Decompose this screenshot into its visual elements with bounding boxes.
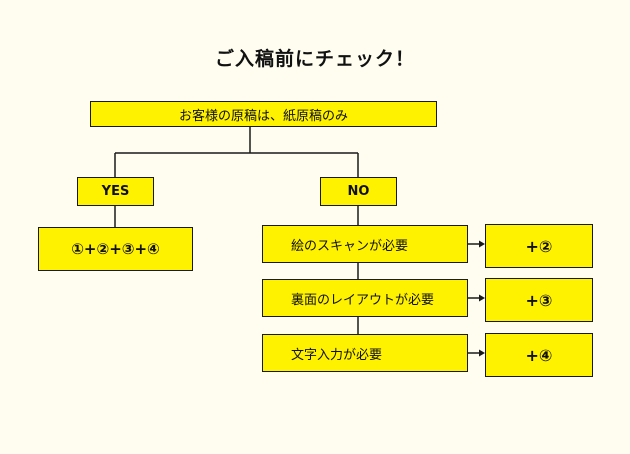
result-label: +④ (525, 345, 553, 365)
no-box: NO (320, 177, 397, 206)
result-label: +② (525, 236, 553, 256)
yes-result-text: ①+②+③+④ (71, 240, 160, 258)
arrow-2-head (479, 294, 485, 302)
condition-box-layout: 裏面のレイアウトが必要 (262, 279, 468, 317)
arrow-3-head (479, 349, 485, 357)
no-label: NO (347, 184, 370, 199)
condition-box-text-input: 文字入力が必要 (262, 334, 468, 372)
arrow-1-head (479, 240, 485, 248)
root-question-text: お客様の原稿は、紙原稿のみ (178, 108, 348, 124)
result-box-layout: +③ (485, 278, 593, 322)
result-box-text-input: +④ (485, 333, 593, 377)
result-label: +③ (525, 290, 553, 310)
condition-label: 裏面のレイアウトが必要 (291, 292, 435, 308)
result-box-scan: +② (485, 224, 593, 268)
yes-result-box: ①+②+③+④ (38, 227, 193, 271)
condition-label: 絵のスキャンが必要 (291, 238, 409, 254)
root-question-box: お客様の原稿は、紙原稿のみ (90, 101, 437, 127)
page-title: ご入稿前にチェック！ (214, 48, 415, 70)
yes-label: YES (101, 184, 130, 199)
condition-label: 文字入力が必要 (291, 347, 383, 363)
condition-box-scan: 絵のスキャンが必要 (262, 225, 468, 263)
yes-box: YES (77, 177, 154, 206)
